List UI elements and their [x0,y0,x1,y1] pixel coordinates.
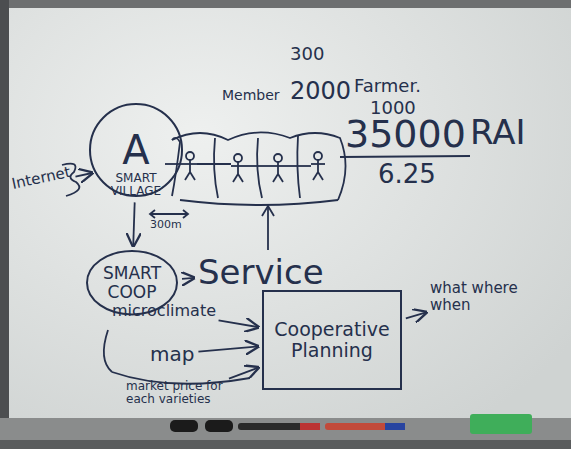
node-text: Service [198,254,324,291]
connector-arrow [75,173,92,177]
connector-arrow [406,312,426,318]
connector-arrow [198,346,258,351]
group-bracket [257,138,262,198]
connector-arrow [219,320,258,327]
node-text: market price for each varieties [126,380,254,406]
marker-cap [385,423,405,430]
service-arrow-head [262,206,274,216]
node-text: SMART COOP [100,264,164,301]
group-bracket [214,138,218,198]
farmer-label: Farmer. [354,76,421,96]
input-bracket [104,330,112,372]
node-text: map [150,343,194,365]
member-label: Member [222,88,280,103]
service-label: Service [198,254,324,291]
distance-arrow [150,213,188,215]
stick-figure [271,154,285,182]
count-label: 300 [290,44,324,64]
internet-label: Internet [12,176,72,193]
planning-box: Cooperative Planning [262,290,402,390]
marker-pen [325,423,405,430]
node-text: SMART VILLAGE [96,172,176,198]
node-text: Internet [10,164,72,193]
ratio-number: 6.25 [378,160,436,189]
microclimate-label: microclimate [112,302,216,320]
stick-figure [183,152,197,180]
distance-label: 300m [150,219,182,231]
tray-edge [0,440,571,449]
stick-figure [231,154,245,182]
service-arrow [267,208,269,250]
group-bracket [297,136,300,198]
connector-arrow [182,277,194,280]
area-number: 35000 [345,114,466,156]
division-line [340,156,470,157]
market-price-label: market price for each varieties [126,380,254,406]
magnet [205,420,233,432]
unit-label: RAI [470,114,526,151]
distance-arrow-heads [150,210,188,218]
stick-figure [311,152,325,180]
connector-arrow [229,368,258,379]
node-text: what where when [430,280,530,313]
node-text: microclimate [112,302,216,320]
connector-arrow [133,202,134,246]
node-text: A [96,128,176,172]
count-label: 2000 [290,78,351,104]
node-text: Cooperative Planning [272,319,392,361]
magnet [170,420,198,432]
board-frame-top [0,0,571,8]
group-arc [172,132,346,200]
map-label: map [150,343,194,365]
marker-cap [300,423,320,430]
eraser [470,414,532,434]
board-frame-left [0,0,9,449]
smart-village-circle: ASMART VILLAGE [96,128,176,198]
outcome-label: what where when [430,280,530,313]
group-arc [180,200,338,205]
